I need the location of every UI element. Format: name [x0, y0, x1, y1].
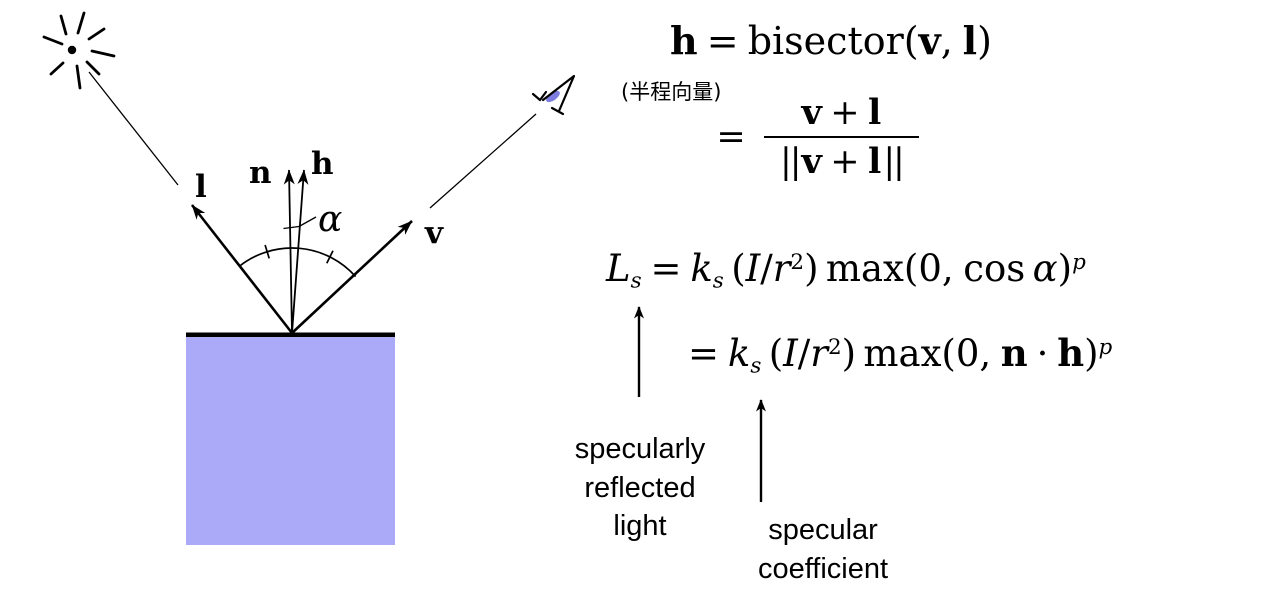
angle-arc	[238, 247, 357, 278]
slash: /	[760, 247, 773, 290]
fraction-numerator: v+l	[787, 92, 895, 136]
var-h: h	[1057, 331, 1085, 375]
fn-max: max(0,	[825, 247, 954, 290]
fraction: v+l ||v+l||	[763, 92, 919, 182]
label-line: light	[613, 510, 667, 543]
open-paren: (	[731, 247, 746, 290]
dot-operator: ·	[1036, 332, 1049, 375]
arc-tick-right	[326, 250, 334, 264]
label-n: n	[249, 155, 272, 191]
var-r: r	[810, 332, 828, 375]
open-paren: (	[768, 332, 784, 375]
var-L: L	[606, 247, 631, 290]
var-n: n	[1000, 331, 1028, 375]
subscript-s: s	[712, 268, 724, 294]
label-line: specularly	[574, 433, 706, 465]
superscript-2: 2	[827, 335, 842, 361]
superscript-p: p	[1072, 250, 1086, 276]
eye-icon	[531, 74, 576, 116]
equation-specular-ndoth: =ks(I/r2)max(0,n·h)p	[688, 331, 1112, 378]
var-r: r	[772, 247, 791, 290]
var-I: I	[783, 332, 798, 375]
equals-sign: =	[716, 116, 746, 157]
label-v: v	[424, 215, 444, 251]
close-paren: )	[1057, 247, 1073, 290]
var-l: l	[867, 92, 882, 133]
superscript-2: 2	[790, 250, 805, 276]
equals-sign: =	[688, 332, 720, 375]
norm-bar: ||	[780, 141, 802, 182]
var-k: k	[727, 332, 751, 375]
slash: /	[797, 332, 811, 375]
equals-sign: =	[650, 247, 682, 290]
label-l: l	[195, 169, 207, 205]
fraction-denominator: ||v+l||	[763, 135, 919, 182]
close-paren: )	[1084, 332, 1099, 375]
var-alpha: α	[1032, 247, 1058, 290]
normal-vector-arrow	[283, 169, 295, 334]
var-v: v	[918, 18, 941, 63]
plus-sign: +	[830, 141, 860, 182]
var-v: v	[801, 140, 822, 182]
surface-top-edge	[186, 332, 395, 338]
var-v: v	[801, 92, 822, 133]
eye-iris	[546, 90, 560, 103]
light-vector-arrow	[190, 204, 294, 334]
equals-sign: =	[706, 19, 739, 63]
label-alpha: α	[318, 199, 342, 240]
var-k: k	[690, 247, 713, 290]
label-h: h	[311, 146, 334, 182]
light-source-icon	[42, 11, 116, 90]
view-vector-arrow	[291, 220, 413, 334]
subscript-s: s	[750, 353, 762, 379]
subscript-s: s	[630, 268, 642, 294]
equation-half-vector-fraction: = v+l ||v+l||	[708, 92, 919, 182]
fn-max: max(0,	[863, 332, 992, 375]
light-source-dot	[67, 45, 77, 55]
half-vector-arrow	[291, 169, 309, 334]
close-paren: )	[977, 19, 992, 63]
superscript-p: p	[1098, 335, 1113, 361]
arc-tick-left	[264, 244, 271, 259]
plus-sign: +	[830, 93, 860, 133]
view-ray-line	[429, 113, 537, 209]
fn-bisector: bisector(	[747, 19, 919, 63]
var-I: I	[745, 247, 761, 290]
half-vector-note: (半程向量)	[621, 80, 722, 104]
light-ray-line	[88, 71, 179, 186]
comma: ,	[940, 19, 953, 63]
fn-cos: cos	[963, 247, 1026, 290]
equation-half-vector: h=bisector(v,l)	[670, 18, 992, 63]
var-l: l	[962, 18, 978, 63]
var-h: h	[670, 18, 698, 63]
surface-rect	[186, 337, 395, 545]
specular-coefficient-label: specular coefficient	[723, 511, 923, 588]
label-line: specular	[768, 514, 878, 546]
label-line: coefficient	[757, 552, 889, 585]
close-paren: )	[841, 332, 857, 375]
specular-light-label: specularly reflected light	[540, 430, 740, 546]
alpha-angle-marker	[283, 216, 317, 230]
norm-bar: ||	[883, 141, 905, 182]
var-l: l	[867, 140, 882, 182]
label-line: reflected	[584, 471, 696, 504]
close-paren: )	[804, 247, 819, 290]
